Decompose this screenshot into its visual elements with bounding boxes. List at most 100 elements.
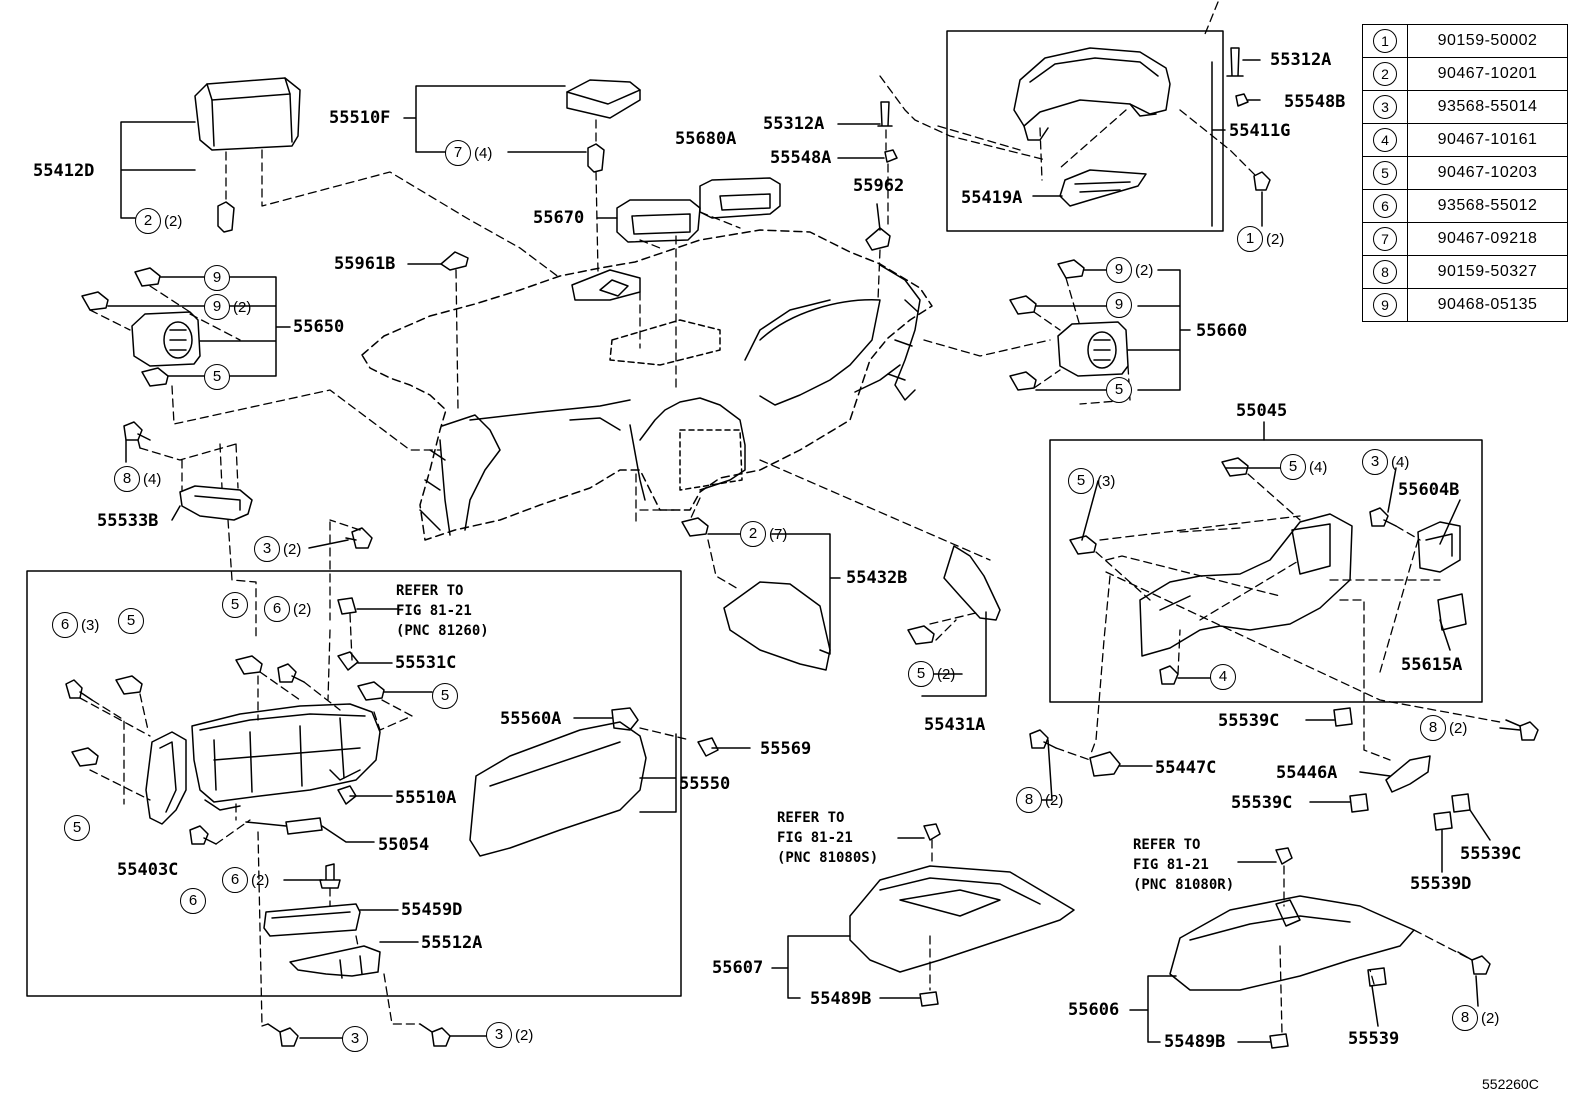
callout-qty: (2) [283,541,302,558]
part-55569-shape [697,737,719,757]
nut-55548B [1235,93,1249,107]
legend-key: 5 [1373,161,1397,185]
screw-8c [1505,719,1539,741]
callout-circle: 5 [1106,377,1132,403]
part-55604B-shape [1417,521,1461,573]
clip-5c [235,655,263,675]
label-55550: 55550 [679,774,731,794]
refer-note-81080R: REFER TO FIG 81-21 (PNC 81080R) [1133,837,1235,893]
label-55489B-a: 55489B [810,989,872,1009]
callout-circle: 6 [264,596,290,622]
part-55539C-a-shape [1333,707,1353,727]
callout-circle: 6 [52,612,78,638]
callout-qty: (2) [1449,720,1468,737]
callout-circle: 9 [204,294,230,320]
part-55650-shape [131,311,201,367]
legend-part: 90467-10201 [1407,57,1568,91]
callout-circle: 3 [486,1022,512,1048]
clip-5b [115,675,143,695]
label-55607: 55607 [712,958,764,978]
legend-part: 93568-55014 [1407,90,1568,124]
clip-ref-c [1275,847,1293,865]
part-55539-shape [1367,967,1387,987]
callout-qty: (7) [769,526,788,543]
label-55548A: 55548A [770,148,832,168]
clip-5f [907,625,935,645]
part-55431A-shape [943,545,1001,621]
diagram-code: 552260C [1482,1076,1539,1092]
legend-key: 2 [1373,62,1397,86]
assembly-lines [79,1,1501,1035]
part-55419A-shape [1059,169,1147,207]
label-55615A: 55615A [1401,655,1463,675]
part-55539C-c-shape [1451,793,1471,813]
legend-part: 90467-10203 [1407,156,1568,190]
callout-circle: 3 [342,1026,368,1052]
callout-circle: 5 [222,592,248,618]
callout-qty: (4) [143,471,162,488]
label-55403C: 55403C [117,860,179,880]
callout-qty: (2) [293,601,312,618]
legend-part: 90159-50002 [1407,24,1568,58]
cluster-group-frame [946,30,1224,232]
legend-key: 6 [1373,194,1397,218]
callout-qty: (2) [515,1027,534,1044]
label-55569: 55569 [760,739,812,759]
callout-circle: 2 [135,208,161,234]
clip-9c [1057,259,1085,279]
label-55419A: 55419A [961,188,1023,208]
legend-part: 90468-05135 [1407,288,1568,322]
callout-qty: (4) [1391,454,1410,471]
nut-55548A [884,149,898,163]
instrument-panel-body [361,229,933,541]
part-55054-shape [245,817,323,835]
part-55412D-shape [194,77,301,151]
legend-part: 90467-10161 [1407,123,1568,157]
glove-box-group-frame [26,570,682,997]
label-55431A: 55431A [924,715,986,735]
callout-qty: (2) [1045,792,1064,809]
legend-part: 90159-50327 [1407,255,1568,289]
label-55459D: 55459D [401,900,463,920]
part-55510F-shape [566,79,641,119]
callout-qty: (3) [1097,473,1116,490]
label-55510F: 55510F [329,108,391,128]
leader-lines [107,59,1521,1043]
clip-55412D [217,201,235,233]
part-55607-shape [849,865,1075,973]
callout-circle: 6 [180,888,206,914]
callout-qty: (2) [233,299,252,316]
legend-row: 5 90467-10203 [1362,156,1568,190]
callout-circle: 8 [1452,1005,1478,1031]
legend-row: 2 90467-10201 [1362,57,1568,91]
part-55403C-shape [145,731,187,825]
part-55411G-shape [1013,47,1171,141]
callout-circle: 5 [432,683,458,709]
part-55660-shape [1057,321,1129,377]
legend-key: 3 [1373,95,1397,119]
callout-circle: 1 [1237,226,1263,252]
lower-panel-group-frame [1049,439,1483,703]
callout-qty: (2) [1481,1010,1500,1027]
part-55447C-shape [1089,751,1121,777]
part-55961B-shape [440,251,469,271]
label-55539: 55539 [1348,1029,1400,1049]
callout-circle: 5 [64,815,90,841]
callout-circle: 6 [222,867,248,893]
label-55512A: 55512A [421,933,483,953]
clip-2b [681,517,709,537]
label-55489B-b: 55489B [1164,1032,1226,1052]
glove-box-housing [191,703,381,811]
label-55045: 55045 [1236,401,1288,421]
screw-4a [1159,665,1179,685]
part-55489B-b-shape [1269,1033,1289,1049]
screw-55312A-a [877,101,893,127]
callout-qty: (2) [1266,231,1285,248]
part-55432B-shape [723,581,831,671]
label-55054: 55054 [378,835,430,855]
refer-note-81260: REFER TO FIG 81-21 (PNC 81260) [396,583,489,639]
